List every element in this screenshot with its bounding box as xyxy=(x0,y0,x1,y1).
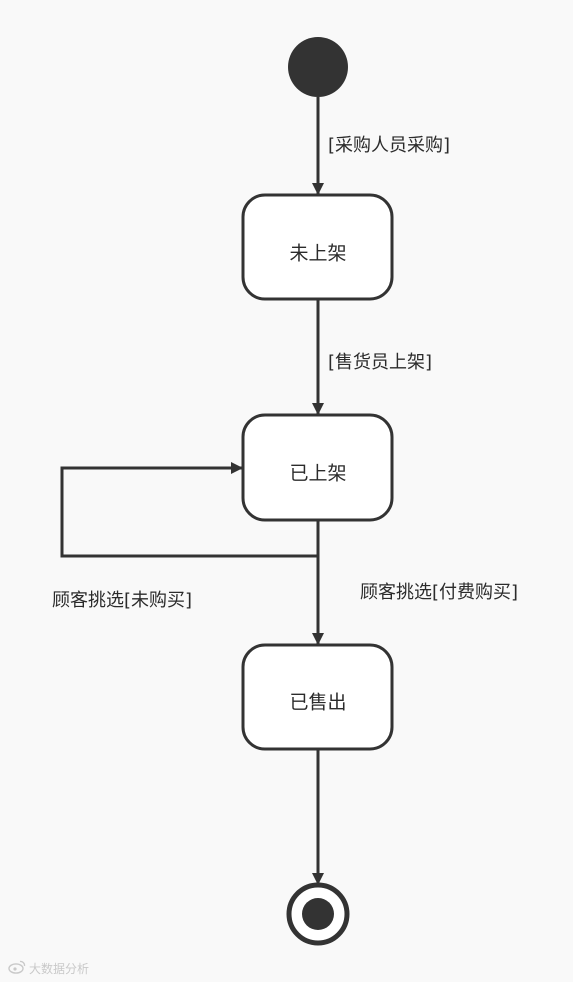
state-label-unshelved: 未上架 xyxy=(289,243,346,265)
initial-state-node xyxy=(288,37,348,97)
edge-label-shelve: [售货员上架] xyxy=(328,352,432,373)
weibo-icon xyxy=(8,960,26,977)
watermark: 大数据分析 xyxy=(8,960,89,977)
state-label-sold: 已售出 xyxy=(289,692,346,714)
edge-label-browse-buy: 顾客挑选[付费购买] xyxy=(360,582,518,603)
state-label-shelved: 已上架 xyxy=(289,463,346,485)
state-node-sold: 已售出 xyxy=(241,643,394,751)
state-node-shelved: 已上架 xyxy=(241,413,394,522)
final-state-node xyxy=(286,882,350,946)
edge-browse-no-buy-loop xyxy=(60,462,320,558)
state-node-unshelved: 未上架 xyxy=(241,193,394,301)
edge-label-purchase: [采购人员采购] xyxy=(328,135,450,156)
edge-label-browse-no-buy: 顾客挑选[未购买] xyxy=(52,590,192,611)
watermark-text: 大数据分析 xyxy=(29,962,90,976)
